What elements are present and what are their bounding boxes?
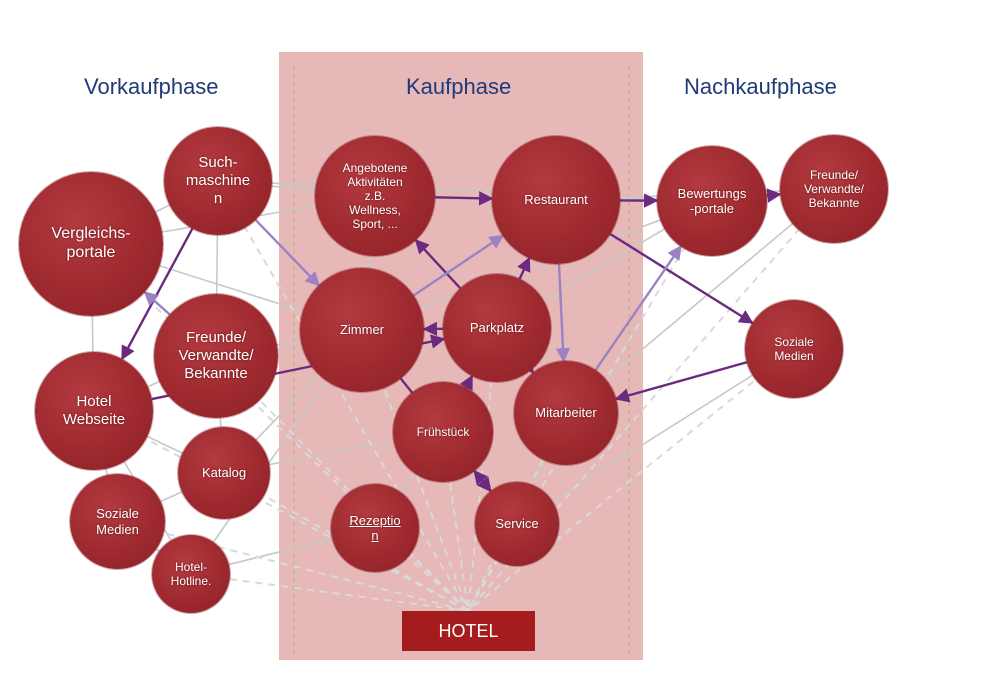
- flow-arrow: [594, 245, 682, 371]
- flow-arrow: [412, 234, 505, 297]
- connector-line: [516, 348, 795, 525]
- node-soziale-medien-nachkauf: Soziale Medien: [745, 300, 843, 398]
- node-freunde-vorkauf-label: Freunde/ Verwandte/ Bekannte: [178, 329, 254, 382]
- node-soziale-medien-nachkauf-label: Soziale Medien: [774, 334, 814, 363]
- hotel-dashed-line: [467, 188, 835, 612]
- flow-arrow: [473, 469, 492, 493]
- node-suchmaschine-label: Such- maschine n: [185, 154, 251, 207]
- phase-title-kaufphase: Kaufphase: [406, 74, 512, 99]
- flow-arrow: [459, 374, 474, 391]
- node-rezeption-label: Rezeptio n: [349, 512, 401, 543]
- flow-arrow: [434, 191, 494, 206]
- node-hotel-hotline: Hotel- Hotline.: [152, 535, 230, 613]
- node-fruehstueck: Frühstück: [393, 382, 493, 482]
- hotel-box: HOTEL: [402, 611, 535, 651]
- node-vergleichsportale: Vergleichs- portale: [19, 172, 163, 316]
- node-restaurant: Restaurant: [492, 136, 620, 264]
- node-angebotene-aktivitaeten-label: Angebotene Aktivitäten z.B. Wellness, Sp…: [342, 160, 408, 232]
- hotel-dashed-line: [217, 180, 469, 612]
- node-service-label: Service: [495, 516, 539, 532]
- node-bewertungsportale: Bewertungs -portale: [657, 146, 767, 256]
- node-restaurant-label: Restaurant: [524, 192, 588, 208]
- node-hotel-webseite: Hotel Webseite: [35, 352, 153, 470]
- phase-title-vorkaufphase: Vorkaufphase: [84, 74, 219, 99]
- node-freunde-vorkauf: Freunde/ Verwandte/ Bekannte: [154, 294, 278, 418]
- flow-arrow: [609, 232, 754, 325]
- hotel-dashed-line: [90, 243, 469, 612]
- flow-arrow: [414, 239, 462, 290]
- flow-arrow: [614, 361, 748, 403]
- node-angebotene-aktivitaeten: Angebotene Aktivitäten z.B. Wellness, Sp…: [315, 136, 435, 256]
- node-parkplatz-label: Parkplatz: [469, 320, 525, 336]
- flow-arrow: [555, 263, 571, 363]
- node-mitarbeiter: Mitarbeiter: [514, 361, 618, 465]
- node-zimmer: Zimmer: [300, 268, 424, 392]
- node-soziale-medien-vorkauf-label: Soziale Medien: [96, 506, 139, 537]
- node-bewertungsportale-label: Bewertungs -portale: [677, 185, 747, 216]
- hotel-label: HOTEL: [438, 620, 499, 641]
- hotel-dashed-line: [467, 348, 795, 612]
- node-katalog: Katalog: [178, 427, 270, 519]
- node-service: Service: [475, 482, 559, 566]
- hotel-dashed-line: [467, 327, 498, 612]
- flow-arrow: [254, 218, 320, 287]
- node-soziale-medien-vorkauf: Soziale Medien: [70, 474, 165, 569]
- node-suchmaschine: Such- maschine n: [164, 127, 272, 235]
- node-hotel-hotline-label: Hotel- Hotline.: [170, 559, 212, 588]
- node-zimmer-label: Zimmer: [339, 322, 385, 338]
- node-freunde-nachkauf-label: Freunde/ Verwandte/ Bekannte: [803, 167, 865, 211]
- connector-line: [565, 188, 835, 414]
- node-freunde-nachkauf: Freunde/ Verwandte/ Bekannte: [780, 135, 888, 243]
- node-mitarbeiter-label: Mitarbeiter: [535, 405, 597, 421]
- flow-arrow: [143, 291, 171, 316]
- node-hotel-webseite-label: Hotel Webseite: [62, 393, 126, 428]
- hotel-dashed-line: [361, 329, 469, 612]
- hotel-dashed-line: [93, 410, 469, 612]
- node-parkplatz: Parkplatz: [443, 274, 551, 382]
- node-vergleichsportale-label: Vergleichs- portale: [51, 225, 131, 261]
- hotel-dashed-line: [116, 520, 469, 612]
- flow-arrow: [517, 256, 531, 280]
- node-fruehstueck-label: Frühstück: [416, 424, 470, 439]
- phase-title-nachkaufphase: Nachkaufphase: [684, 74, 837, 99]
- node-katalog-label: Katalog: [201, 465, 247, 481]
- flow-arrow: [766, 188, 782, 203]
- node-rezeption: Rezeptio n: [331, 484, 419, 572]
